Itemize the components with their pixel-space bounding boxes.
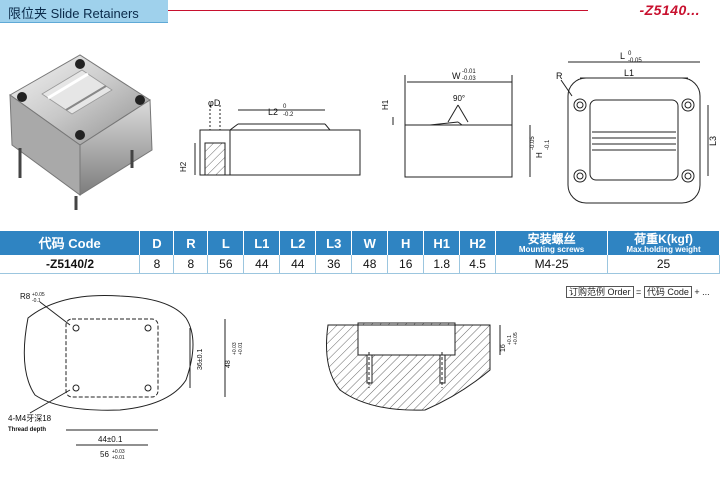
top-l-tol-upper: 0 (628, 51, 632, 57)
cell-l3: 36 (315, 255, 353, 274)
screw-icon (75, 130, 85, 140)
col-header-code: 代码 Code (0, 231, 141, 255)
section-depth-tol-lower: +0.05 (513, 332, 519, 345)
header-title-bar: 限位夹 Slide Retainers (0, 0, 168, 23)
cell-h2: 4.5 (459, 255, 497, 274)
pocket-dim-36: 36±0.1 (197, 349, 204, 370)
pocket-thread-label: 4-M4牙深18 (8, 414, 52, 423)
side-l2-tol-upper: 0 (283, 104, 287, 110)
top-l-label: L (620, 51, 625, 61)
pocket-thread-sub: Thread depth (8, 427, 46, 433)
front-w-tol-lower: -0.03 (462, 76, 476, 82)
top-l3-label: L3 (708, 136, 718, 146)
top-r-label: R (556, 71, 563, 81)
section-depth-label: 16 (500, 344, 507, 352)
header-divider (168, 10, 588, 11)
table-row: -Z5140/2 8 8 56 44 44 36 48 16 1.8 4.5 M… (0, 255, 720, 274)
col-header-screws-sub: Mounting screws (518, 244, 585, 254)
cell-l: 56 (207, 255, 245, 274)
pocket-dim-56: 56 (100, 450, 109, 459)
pocket-r-tol-lower: -0.1 (32, 298, 41, 304)
side-l2-tol-lower: -0.2 (283, 112, 294, 118)
col-header-l: L (207, 231, 245, 255)
col-header-d: D (139, 231, 175, 255)
side-h2-label: H2 (179, 161, 188, 172)
pocket-r-tol-upper: +0.05 (32, 292, 45, 298)
col-header-h1: H1 (423, 231, 461, 255)
front-h-tol-lower: -0.1 (545, 139, 551, 150)
product-code: -Z5140... (639, 2, 700, 18)
col-header-screws-label: 安装螺丝 (527, 231, 576, 246)
side-view-drawing (194, 105, 361, 176)
page-title: 限位夹 Slide Retainers (8, 6, 139, 21)
cell-d: 8 (139, 255, 175, 274)
front-w-label: W (452, 71, 461, 81)
pocket-dim-44: 44±0.1 (98, 435, 123, 444)
col-header-w: W (351, 231, 389, 255)
top-view-drawing (560, 61, 709, 204)
col-header-h: H (387, 231, 425, 255)
header-banner: 限位夹 Slide Retainers -Z5140... (0, 0, 720, 23)
section-depth-tol-upper: +0.1 (507, 335, 513, 345)
col-header-l1: L1 (243, 231, 281, 255)
cell-code: -Z5140/2 (0, 255, 141, 274)
col-header-h2: H2 (459, 231, 497, 255)
pocket-r-label: R8 (20, 292, 31, 301)
top-l1-label: L1 (624, 68, 634, 78)
side-l2-label: L2 (268, 107, 278, 117)
col-header-load-label: 荷重K(kgf) (634, 231, 693, 246)
order-equals: = (636, 287, 642, 297)
cell-l2: 44 (279, 255, 317, 274)
cell-screws: M4-25 (495, 255, 609, 274)
col-header-load-sub: Max.holding weight (626, 244, 701, 254)
pocket-dim-56-tol-upper: +0.03 (112, 449, 125, 455)
front-h1-label: H1 (381, 99, 390, 110)
order-plus: + ... (694, 287, 710, 297)
order-code-label: 代码 Code (643, 286, 692, 298)
front-angle-label: 90° (453, 94, 465, 103)
pocket-drawing (23, 295, 226, 446)
front-h-tol-upper: -0.05 (530, 136, 536, 150)
cell-r: 8 (173, 255, 209, 274)
pocket-dim-48: 48 (225, 360, 232, 368)
cell-h: 16 (387, 255, 425, 274)
cell-h1: 1.8 (423, 255, 461, 274)
spec-table-header-row: 代码 Code D R L L1 L2 L3 W H H1 H2 安装螺丝 Mo… (0, 231, 720, 255)
order-example: 订购范例 Order = 代码 Code + ... (566, 285, 710, 298)
pocket-dim-48-tol-lower: +0.01 (238, 342, 244, 355)
product-render (9, 54, 153, 210)
col-header-screws: 安装螺丝 Mounting screws (495, 231, 609, 255)
col-header-l2: L2 (279, 231, 317, 255)
col-header-load: 荷重K(kgf) Max.holding weight (607, 231, 720, 255)
screw-icon (75, 59, 85, 69)
front-view-drawing (392, 75, 531, 178)
pocket-dim-56-tol-lower: +0.01 (112, 455, 125, 461)
front-w-tol-upper: -0.01 (462, 69, 476, 75)
screw-icon (135, 95, 145, 105)
col-header-r: R (173, 231, 209, 255)
screw-icon (17, 92, 27, 102)
side-d-label: φD (208, 98, 221, 108)
cell-w: 48 (351, 255, 389, 274)
cell-l1: 44 (243, 255, 281, 274)
col-header-l3: L3 (315, 231, 353, 255)
top-l-tol-lower: -0.05 (628, 58, 642, 64)
cell-load: 25 (607, 255, 720, 274)
front-h-label: H (535, 152, 544, 158)
pocket-dim-48-tol-upper: +0.03 (232, 342, 238, 355)
order-label: 订购范例 Order (566, 286, 634, 298)
section-drawing (326, 322, 501, 411)
spec-table: 代码 Code D R L L1 L2 L3 W H H1 H2 安装螺丝 Mo… (0, 231, 720, 274)
